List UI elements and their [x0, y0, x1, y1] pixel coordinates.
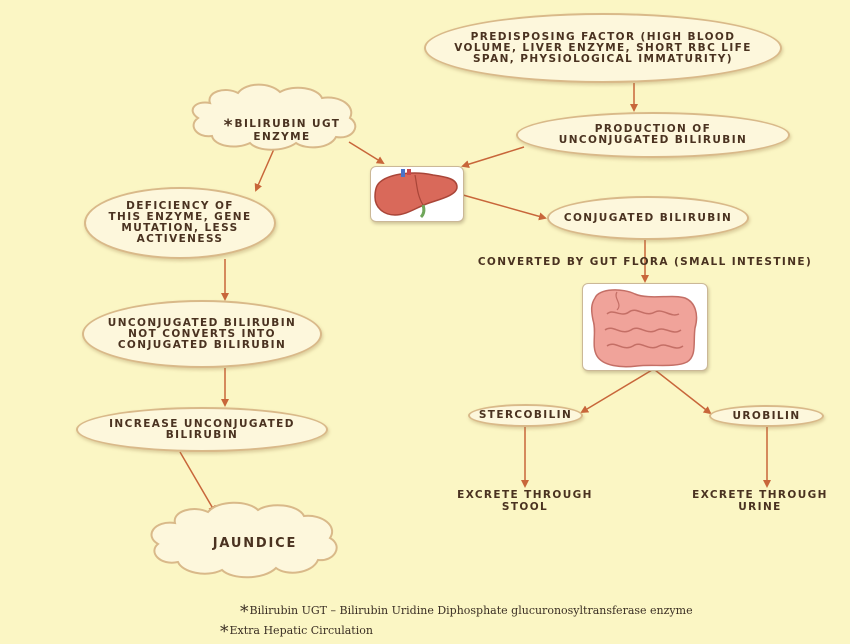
- deficiency-node: DEFICIENCY OF THIS ENZYME, GENE MUTATION…: [84, 187, 276, 259]
- increase-unconjugated-node: INCREASE UNCONJUGATED BILIRUBIN: [76, 407, 328, 452]
- intestine-icon: [582, 283, 708, 371]
- arrow-ugt-to-deficiency: [254, 148, 275, 192]
- ugt-enzyme-text: BILIRUBIN UGT ENZYME: [234, 118, 341, 143]
- urobilin-node: UROBILIN: [709, 405, 824, 427]
- stercobilin-node: STERCOBILIN: [468, 404, 583, 427]
- excrete-stool-label: EXCRETE THROUGH STOOL: [457, 489, 593, 513]
- jaundice-label: JAUNDICE: [212, 536, 298, 551]
- asterisk-marker: *: [220, 622, 229, 642]
- conjugated-bilirubin-node: CONJUGATED BILIRUBIN: [547, 196, 749, 240]
- ugt-cloud: [191, 83, 357, 151]
- arrow-production-to-liver: [461, 146, 525, 169]
- ugt-enzyme-label: *BILIRUBIN UGT ENZYME: [212, 108, 352, 143]
- not-converts-node: UNCONJUGATED BILIRUBIN NOT CONVERTS INTO…: [82, 300, 322, 368]
- liver-icon: [370, 166, 464, 222]
- footnote-extra-hepatic: *Extra Hepatic Circulation: [220, 622, 373, 642]
- production-unconjugated-node: PRODUCTION OF UNCONJUGATED BILIRUBIN: [516, 112, 790, 158]
- arrow-intestine-to-stercobilin: [580, 369, 653, 414]
- predisposing-factor-node: PREDISPOSING FACTOR (HIGH BLOOD VOLUME, …: [424, 13, 782, 83]
- jaundice-cloud: [150, 501, 338, 579]
- footnote-extra-hepatic-text: Extra Hepatic Circulation: [229, 624, 373, 637]
- arrow-ugt-to-liver: [348, 141, 385, 165]
- arrow-increase-to-jaundice: [179, 451, 217, 514]
- footnote-ugt: *Bilirubin UGT – Bilirubin Uridine Dipho…: [240, 602, 693, 622]
- arrow-liver-to-conjugated: [462, 194, 547, 221]
- asterisk-marker: *: [223, 116, 233, 136]
- footnote-ugt-text: Bilirubin UGT – Bilirubin Uridine Diphos…: [249, 604, 693, 617]
- arrow-intestine-to-urobilin: [654, 369, 712, 415]
- excrete-urine-label: EXCRETE THROUGH URINE: [692, 489, 828, 513]
- asterisk-marker: *: [240, 602, 249, 622]
- converted-by-gut-flora-label: CONVERTED BY GUT FLORA (SMALL INTESTINE): [477, 256, 813, 268]
